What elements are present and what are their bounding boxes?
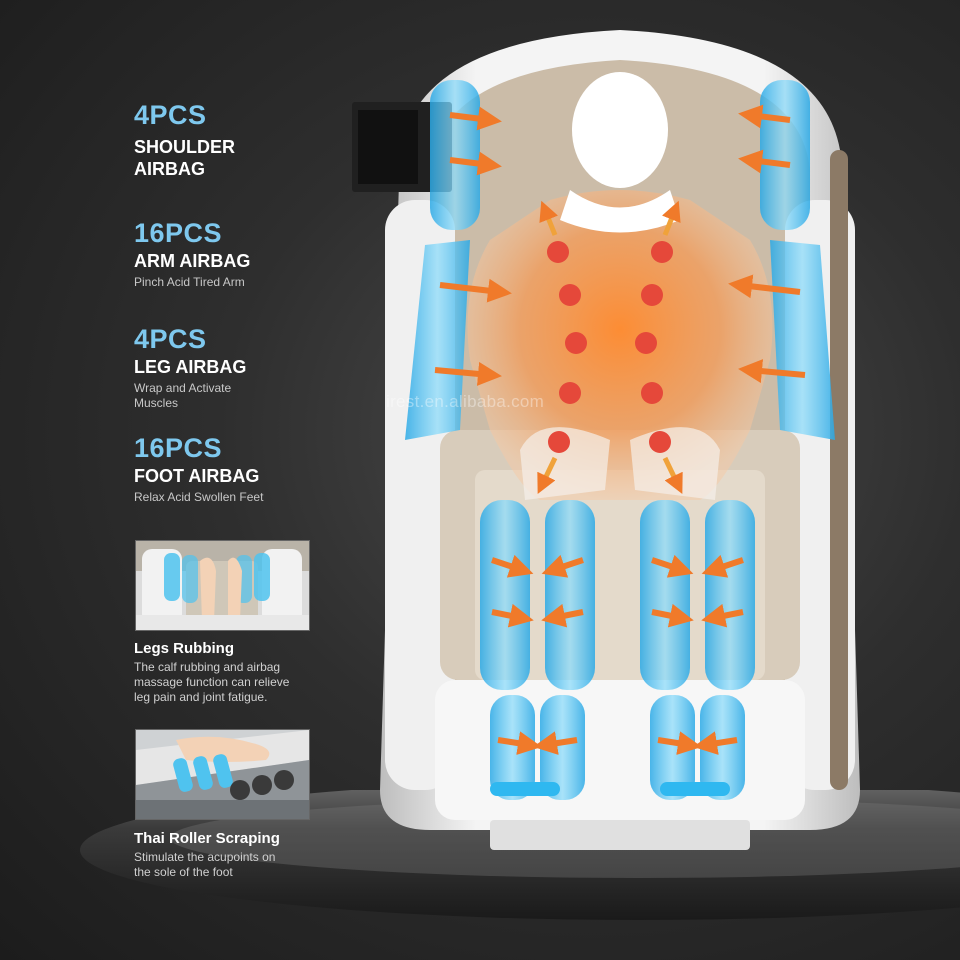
feature-count: 16PCS (134, 218, 223, 248)
panel-desc: Stimulate the acupoints on the sole of t… (134, 850, 324, 880)
legs-rubbing-image (135, 540, 310, 631)
feature-leg-airbag: 4PCS LEG AIRBAG Wrap and Activate Muscle… (134, 324, 246, 411)
feature-desc: Wrap and Activate (134, 381, 232, 395)
panel-desc-line: the sole of the foot (134, 865, 233, 879)
panel-desc-line: Stimulate the acupoints on (134, 850, 276, 864)
thai-roller-image (135, 729, 310, 820)
panel-title: Thai Roller Scraping (134, 830, 280, 847)
feature-desc: Relax Acid Swollen Feet (134, 490, 264, 504)
feature-count: 4PCS (134, 324, 207, 354)
panel-desc-line: massage function can relieve (134, 675, 290, 689)
panel-desc-line: The calf rubbing and airbag (134, 660, 281, 674)
feature-title: FOOT AIRBAG (134, 466, 260, 486)
feature-desc: Pinch Acid Tired Arm (134, 275, 245, 289)
feature-title: ARM AIRBAG (134, 251, 251, 271)
panel-title: Legs Rubbing (134, 640, 234, 657)
feature-title: AIRBAG (134, 159, 205, 179)
panel-desc-line: leg pain and joint fatigue. (134, 690, 268, 704)
feature-title: LEG AIRBAG (134, 357, 247, 377)
feature-count: 4PCS (134, 100, 207, 130)
watermark: irest.en.alibaba.com (386, 392, 545, 411)
feature-count: 16PCS (134, 433, 223, 463)
feature-list: 4PCS SHOULDER AIRBAG 16PCS ARM AIRBAG Pi… (0, 0, 330, 960)
feature-foot-airbag: 16PCS FOOT AIRBAG Relax Acid Swollen Fee… (134, 433, 263, 505)
panel-desc: The calf rubbing and airbag massage func… (134, 660, 324, 705)
feature-shoulder-airbag: 4PCS SHOULDER AIRBAG (134, 100, 235, 180)
massage-chair-illustration (352, 30, 860, 850)
feature-arm-airbag: 16PCS ARM AIRBAG Pinch Acid Tired Arm (134, 218, 250, 290)
feature-title: SHOULDER (134, 137, 236, 157)
feature-desc: Muscles (134, 396, 179, 410)
